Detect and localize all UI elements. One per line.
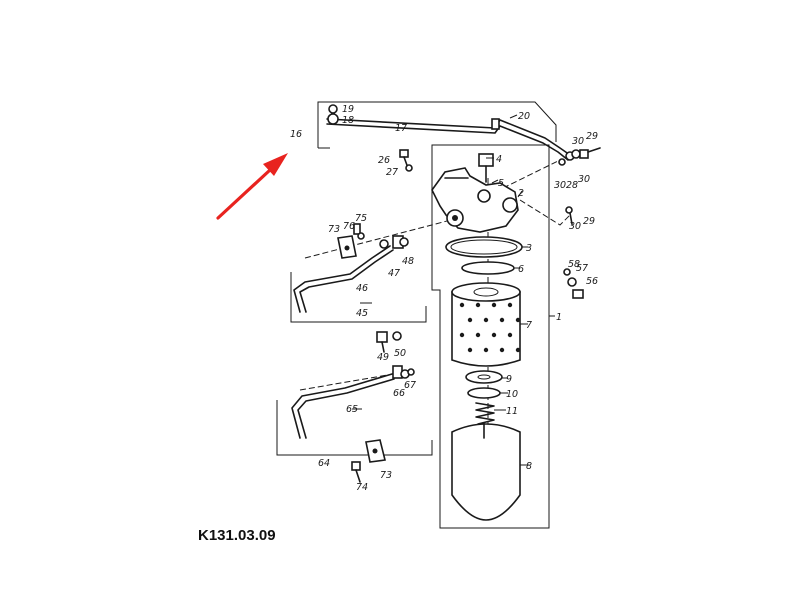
leader-lines bbox=[352, 114, 555, 466]
filter-perforation bbox=[499, 317, 505, 323]
callout-label: 28 bbox=[566, 180, 578, 191]
filter-perforation bbox=[483, 317, 489, 323]
red-arrow-icon bbox=[216, 153, 288, 220]
callout-label: 30 bbox=[572, 136, 584, 147]
callout-label: 27 bbox=[386, 167, 398, 178]
filter-bowl-8 bbox=[451, 422, 521, 521]
filter-perforation bbox=[507, 302, 513, 308]
callout-label: 76 bbox=[343, 221, 355, 232]
callout-label: 66 bbox=[393, 388, 405, 399]
callout-label: 10 bbox=[506, 389, 518, 400]
pipe-64-group-frame bbox=[276, 400, 433, 456]
clamp-73-74 bbox=[351, 439, 386, 483]
filter-perforation bbox=[467, 317, 473, 323]
callout-label: 65 bbox=[346, 404, 358, 415]
callout-label: 67 bbox=[404, 380, 416, 391]
callout-label: 9 bbox=[506, 374, 512, 385]
callout-label: 17 bbox=[395, 123, 407, 134]
callout-label: 19 bbox=[342, 104, 354, 115]
filter-perforation bbox=[499, 347, 505, 353]
washer-10 bbox=[467, 387, 501, 399]
callout-label: 64 bbox=[318, 458, 330, 469]
filter-assembly-frame bbox=[431, 144, 550, 529]
callout-label: 58 bbox=[568, 259, 580, 270]
filter-perforation bbox=[459, 332, 465, 338]
callout-label: 26 bbox=[378, 155, 390, 166]
washer-9 bbox=[465, 370, 503, 384]
parts-56-57-58 bbox=[563, 268, 584, 299]
callout-label: 46 bbox=[356, 283, 368, 294]
bolt-29-30 bbox=[565, 206, 573, 225]
bolt-26-27 bbox=[399, 149, 413, 172]
callout-label: 3 bbox=[526, 243, 532, 254]
callout-label: 30 bbox=[554, 180, 566, 191]
filter-head-2 bbox=[431, 167, 519, 233]
callout-label: 5 bbox=[498, 178, 504, 189]
filter-perforation bbox=[491, 302, 497, 308]
callout-label: 57 bbox=[576, 263, 588, 274]
spring-11 bbox=[475, 402, 495, 425]
filter-perforation bbox=[515, 317, 521, 323]
callout-label: 29 bbox=[586, 131, 598, 142]
clamp-73-75-76 bbox=[337, 223, 365, 259]
callout-label: 56 bbox=[586, 276, 598, 287]
bolt-4 bbox=[478, 153, 494, 183]
callout-label: 48 bbox=[402, 256, 414, 267]
callout-label: 73 bbox=[328, 224, 340, 235]
filter-perforation bbox=[483, 347, 489, 353]
callout-label: 11 bbox=[506, 406, 518, 417]
callout-label: 1 bbox=[556, 312, 562, 323]
callout-label: 2 bbox=[518, 188, 524, 199]
assembly-axis-lines bbox=[299, 159, 571, 475]
fuel-pipe-46 bbox=[293, 235, 409, 313]
bolt-49-50 bbox=[376, 331, 402, 353]
callout-label: 7 bbox=[526, 320, 532, 331]
drawing-reference-code: K131.03.09 bbox=[198, 527, 276, 544]
callout-label: 16 bbox=[290, 129, 302, 140]
filter-perforation bbox=[475, 302, 481, 308]
pipe-17-group-frame bbox=[317, 101, 557, 149]
filter-perforation bbox=[507, 332, 513, 338]
callout-label: 45 bbox=[356, 308, 368, 319]
callout-label: 30 bbox=[569, 221, 581, 232]
seal-ring-6 bbox=[461, 261, 515, 275]
filter-perforation bbox=[467, 347, 473, 353]
callout-label: 6 bbox=[518, 264, 524, 275]
filter-perforation bbox=[459, 302, 465, 308]
fittings-28-29-30 bbox=[558, 147, 601, 166]
banjo-fitting-18-19 bbox=[327, 104, 339, 125]
callout-label: 49 bbox=[377, 352, 389, 363]
filter-element-7 bbox=[451, 282, 521, 367]
callout-label: 20 bbox=[518, 111, 530, 122]
callout-label: 29 bbox=[583, 216, 595, 227]
filter-perforation bbox=[475, 332, 481, 338]
fuel-pipe-17 bbox=[326, 118, 571, 161]
callout-label: 73 bbox=[380, 470, 392, 481]
callout-label: 47 bbox=[388, 268, 400, 279]
filter-perforation bbox=[515, 347, 521, 353]
filter-perforation bbox=[491, 332, 497, 338]
callout-label: 4 bbox=[496, 154, 502, 165]
callout-label: 30 bbox=[578, 174, 590, 185]
callout-label: 74 bbox=[356, 482, 368, 493]
fuel-pipe-65 bbox=[291, 365, 415, 439]
pipe-45-group-frame bbox=[290, 272, 427, 323]
callout-label: 75 bbox=[355, 213, 367, 224]
callout-labels: 16 19 18 17 20 30 29 30 28 30 26 27 4 5 … bbox=[290, 104, 598, 493]
callout-label: 50 bbox=[394, 348, 406, 359]
callout-label: 18 bbox=[342, 115, 354, 126]
callout-label: 8 bbox=[526, 461, 532, 472]
